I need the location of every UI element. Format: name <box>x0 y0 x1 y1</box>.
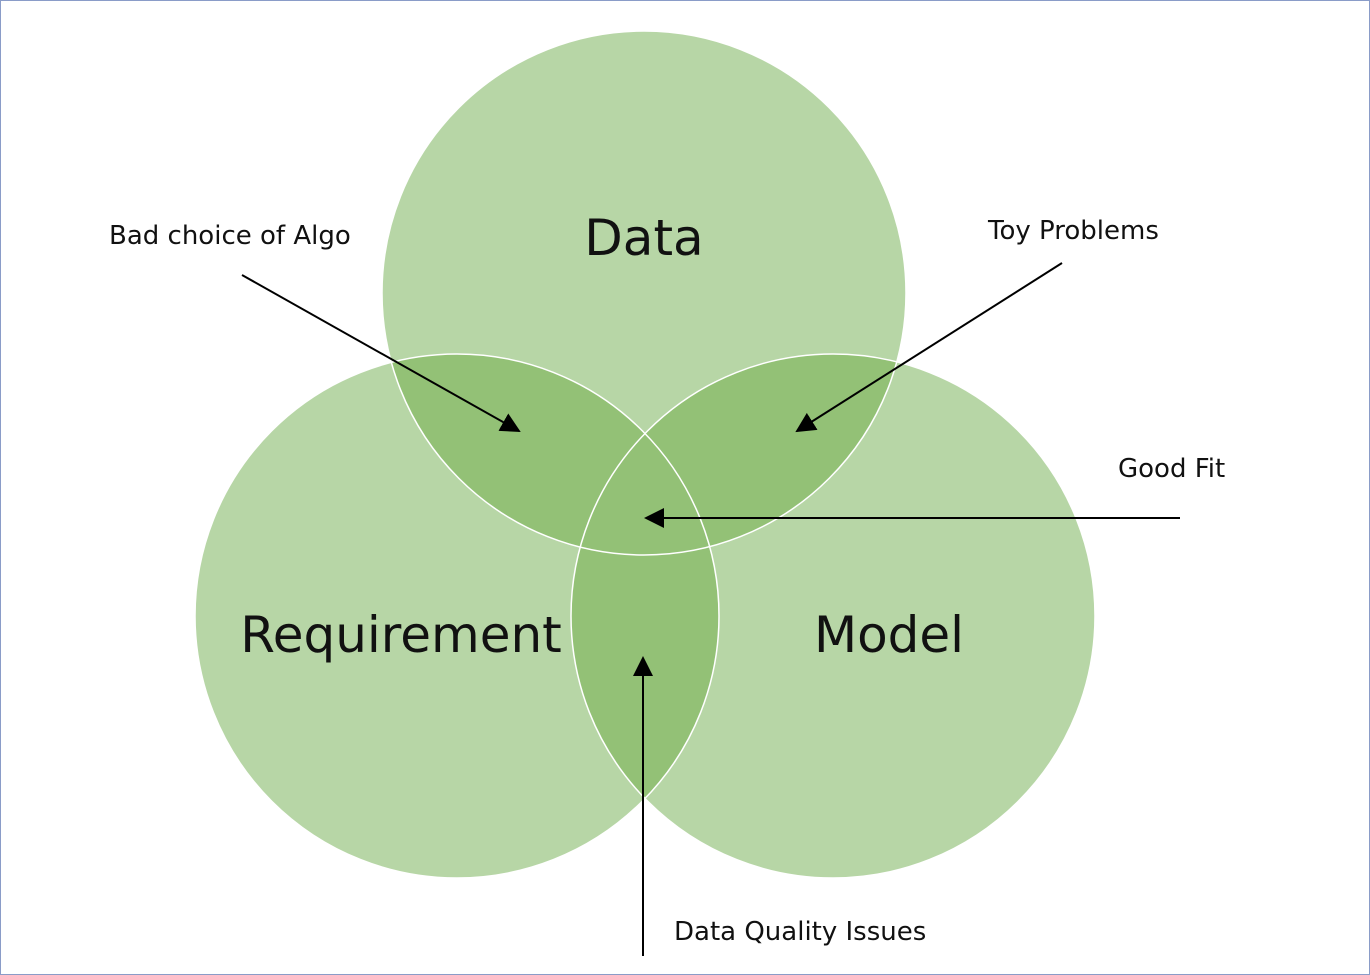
requirement-label: Requirement <box>240 606 562 664</box>
bad-choice-arrow <box>241 274 521 432</box>
requirement-circle-outline <box>194 353 720 879</box>
data-label: Data <box>584 209 703 267</box>
good-fit-label: Good Fit <box>1118 454 1225 484</box>
data-requirement-overlap <box>382 354 719 555</box>
data-circle-outline <box>381 30 907 556</box>
toy-problems-label: Toy Problems <box>987 216 1159 246</box>
data-quality-label: Data Quality Issues <box>674 917 926 947</box>
data-model-overlap <box>571 354 906 555</box>
bad-choice-label: Bad choice of Algo <box>109 221 351 251</box>
model-circle-outline <box>570 353 1096 879</box>
toy-problems-arrow <box>795 262 1063 433</box>
model-label: Model <box>814 606 964 664</box>
